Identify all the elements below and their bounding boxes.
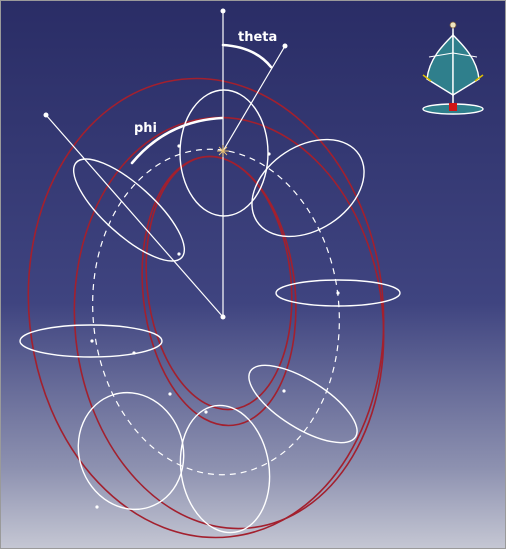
section-point [95, 505, 99, 509]
section-point [132, 351, 136, 355]
theta-ray-endpoint [282, 43, 288, 49]
axis-endpoint-top [220, 8, 226, 14]
phi-ray [45, 114, 224, 318]
axis-endpoint-bottom [220, 314, 226, 320]
torus-outer-contour-front [73, 116, 385, 530]
meridian-top-left [72, 158, 186, 262]
construction-lines [45, 11, 286, 318]
compass-top-knob-icon [449, 21, 457, 29]
angle-arcs [130, 43, 273, 165]
center-marker-icon [217, 145, 229, 157]
theta-label: theta [238, 30, 277, 45]
section-point [168, 392, 172, 396]
meridian-left [19, 324, 163, 358]
compass-left-face-icon [426, 33, 454, 97]
torus-outer-contour-back [27, 77, 385, 539]
meridian-bottom [179, 404, 271, 534]
section-point [336, 291, 340, 295]
theta-arc [221, 43, 273, 69]
phi-arc [130, 116, 224, 165]
section-points [90, 144, 340, 509]
phi-label: phi [134, 121, 157, 136]
section-point [204, 410, 208, 414]
compass-right-face-icon [452, 33, 480, 97]
meridian-lower-right [248, 364, 358, 444]
meridian-top-right [251, 138, 365, 238]
section-point [90, 339, 94, 343]
meridian-bottom-left [77, 391, 185, 511]
torus-red-contours [27, 77, 385, 539]
torus-center-circle [92, 148, 340, 476]
axis-endpoints [43, 8, 288, 320]
compass-marker-icon [449, 103, 457, 111]
section-point [177, 144, 181, 148]
compass-icon[interactable] [422, 21, 484, 115]
section-point [282, 389, 286, 393]
theta-ray [222, 45, 286, 152]
section-point [177, 252, 181, 256]
section-point [267, 152, 271, 156]
phi-ray-endpoint [43, 112, 49, 118]
meridian-right [275, 279, 401, 307]
